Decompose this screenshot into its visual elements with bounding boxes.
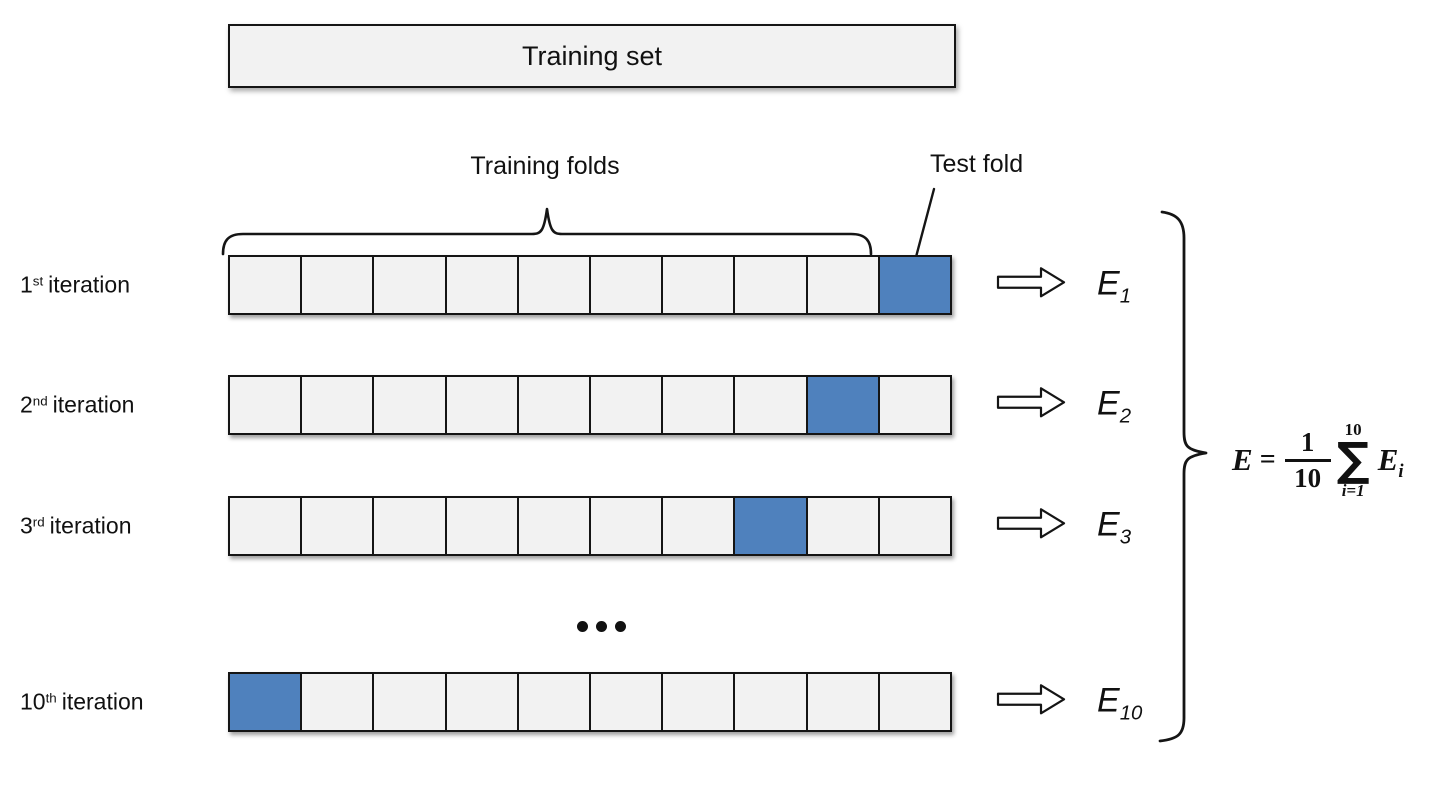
training-fold-cell [518,377,592,433]
right-arrow-icon [996,508,1066,539]
test-fold-cell [879,257,951,313]
error-label: E3 [1097,505,1132,549]
training-fold-cell [591,377,664,433]
ordinal-suffix: nd [32,393,48,409]
error-subscript: 10 [1119,702,1143,725]
training-fold-cell [374,377,447,433]
test-fold-cell [735,498,808,554]
error-label: E10 [1097,681,1143,725]
error-subscript: 1 [1119,285,1132,308]
sigma-icon: ∑ [1336,432,1370,487]
ordinal-suffix: th [45,690,57,706]
training-folds-brace-icon [221,207,873,256]
training-fold-cell [302,498,375,554]
training-fold-cell [807,674,880,730]
fold-strip [228,672,952,732]
formula-lhs: E [1232,442,1253,477]
training-fold-cell [735,257,808,313]
right-arrow-icon [996,387,1066,418]
training-fold-cell [663,498,736,554]
ordinal-suffix: rd [32,514,45,530]
training-fold-cell [879,674,951,730]
training-fold-cell [879,498,951,554]
error-label: E1 [1097,264,1132,308]
training-fold-cell [735,674,808,730]
summation: 10 ∑ i=1 [1337,421,1370,499]
training-folds-label: Training folds [470,152,620,180]
training-fold-cell [663,377,736,433]
training-fold-cell [807,498,880,554]
training-fold-cell [807,257,880,313]
training-fold-cell [374,257,447,313]
average-error-formula: E = 1 10 10 ∑ i=1 Ei [1232,405,1404,515]
training-fold-cell [518,257,592,313]
training-fold-cell [879,377,951,433]
training-fold-cell [374,674,447,730]
training-fold-cell [663,674,736,730]
training-fold-cell [591,257,664,313]
formula-equals: = [1259,444,1276,475]
training-fold-cell [518,498,592,554]
training-fold-cell [591,498,664,554]
formula-fraction: 1 10 [1284,428,1331,492]
training-fold-cell [446,257,519,313]
ellipsis-icon [577,621,626,632]
fraction-bar [1284,458,1331,462]
fold-strip [228,375,952,435]
error-label: E2 [1097,384,1132,428]
training-set-label: Training set [521,40,663,71]
training-fold-cell [591,674,664,730]
training-fold-cell [230,498,303,554]
training-fold-cell [302,674,375,730]
test-fold-cell [807,377,880,433]
test-fold-cell [230,674,303,730]
training-fold-cell [518,674,592,730]
right-arrow-icon [996,267,1066,298]
training-set-box: Training set [228,24,956,88]
error-subscript: 3 [1119,526,1132,549]
training-fold-cell [735,377,808,433]
ordinal-suffix: st [32,273,44,289]
training-fold-cell [230,257,303,313]
training-fold-cell [446,377,519,433]
test-fold-pointer-line [914,187,936,259]
fold-strip [228,255,952,315]
right-arrow-icon [996,684,1066,715]
training-fold-cell [302,377,375,433]
test-fold-label: Test fold [930,150,1024,178]
formula-term: Ei [1377,442,1404,483]
training-fold-cell [446,498,519,554]
training-fold-cell [446,674,519,730]
fold-strip [228,496,952,556]
training-fold-cell [663,257,736,313]
training-fold-cell [374,498,447,554]
term-subscript: i [1398,461,1404,483]
sum-upper-limit: 10 [1344,420,1362,440]
training-fold-cell [302,257,375,313]
sum-lower-limit: i=1 [1341,480,1365,500]
error-subscript: 2 [1119,405,1132,428]
training-fold-cell [230,377,303,433]
